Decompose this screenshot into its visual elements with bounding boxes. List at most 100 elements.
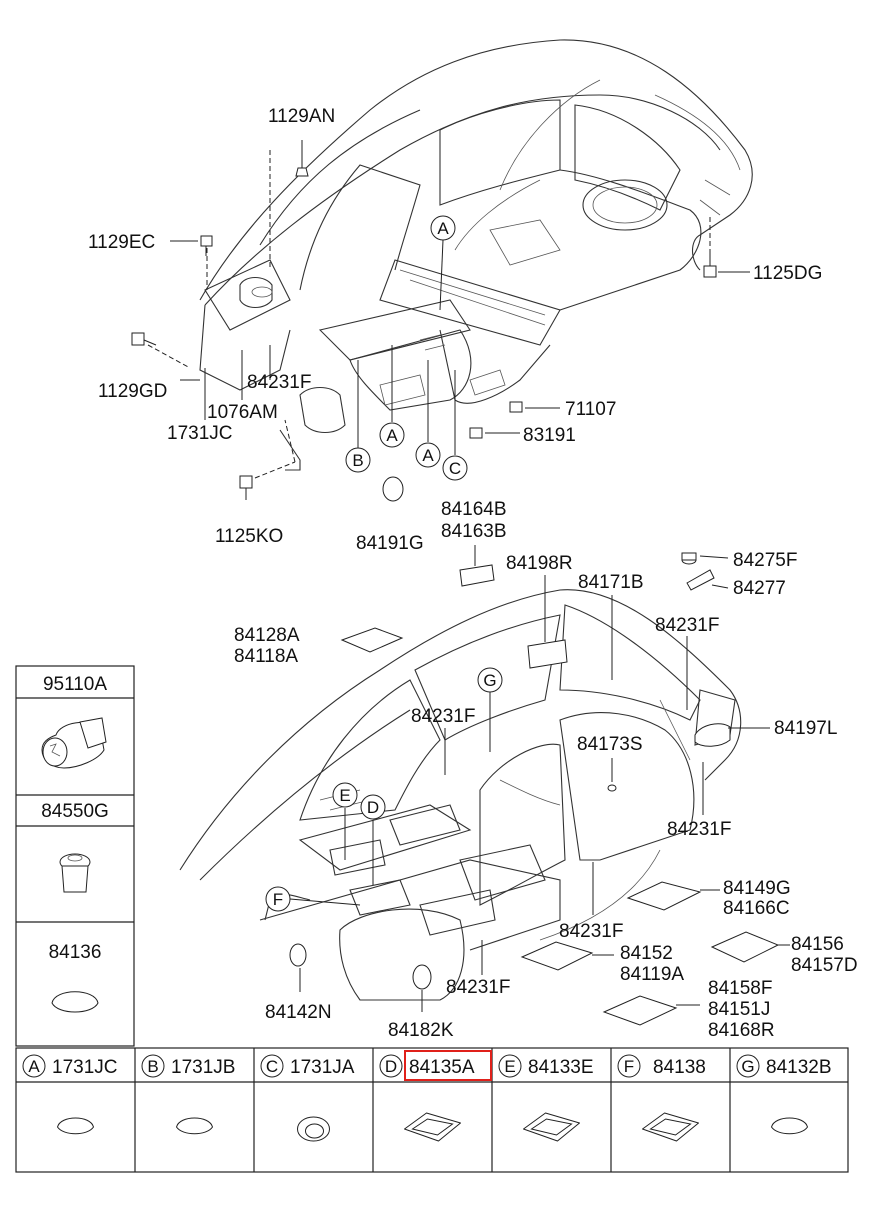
legend-letter: D <box>385 1057 397 1076</box>
upper-body-drawing <box>199 39 753 471</box>
callout-1129EC: 1129EC <box>88 232 155 253</box>
legend-letter-circle <box>141 1054 165 1078</box>
callout-84231F-lower: 84231F <box>446 977 510 998</box>
legend-part-number: 84138 <box>653 1057 706 1078</box>
legend-part-number: 84132B <box>766 1057 832 1078</box>
callout-84157D: 84157D <box>791 955 858 976</box>
callout-84151J: 84151J <box>708 999 770 1020</box>
grommet-84275F-icon <box>681 552 697 565</box>
callout-84198R: 84198R <box>506 553 573 574</box>
callout-84173S: 84173S <box>577 734 643 755</box>
highlight-box-84135A <box>404 1050 492 1081</box>
marker-D: D <box>367 798 379 817</box>
plug-84142N-icon <box>289 943 307 967</box>
legend-cell-A: A 1731JC <box>22 1054 118 1135</box>
pad-84152-icon <box>520 941 594 971</box>
marker-circle-G <box>477 667 503 693</box>
callout-84128A: 84128A <box>234 625 300 646</box>
callout-1129GD: 1129GD <box>98 381 167 402</box>
marker-circle-F <box>265 886 291 912</box>
callout-1125KO: 1125KO <box>215 526 283 547</box>
marker-circle-E <box>332 782 358 808</box>
side-row-84136-label: 84136 <box>49 942 102 963</box>
plug-84136-icon <box>51 991 99 1013</box>
callout-84231F-upper-right: 84231F <box>655 615 719 636</box>
plug-84191G-icon <box>382 476 404 502</box>
bolt-1129EC-icon <box>200 235 213 256</box>
legend-part-84132B-icon <box>770 1117 809 1135</box>
nut-71107-icon <box>509 401 523 413</box>
marker-F: F <box>273 890 283 909</box>
legend-part-84133E-icon <box>523 1112 580 1142</box>
callout-71107: 71107 <box>565 399 616 420</box>
legend-letter-circle <box>736 1054 760 1078</box>
legend-letter-circle <box>379 1054 403 1078</box>
upper-leader-lines <box>147 140 750 479</box>
callout-84168R: 84168R <box>708 1020 775 1041</box>
pad-84149G-icon <box>626 881 702 911</box>
callout-84171B: 84171B <box>578 572 644 593</box>
pad-84128A-icon <box>340 627 404 653</box>
marker-circle-B <box>345 447 371 473</box>
callout-1731JC: 1731JC <box>167 423 233 444</box>
callout-84158F: 84158F <box>708 978 772 999</box>
marker-A-left: A <box>386 426 398 445</box>
callout-84164B: 84164B <box>441 499 507 520</box>
clip-83191-icon <box>469 427 483 439</box>
bracket-84277-icon <box>686 569 715 591</box>
marker-E: E <box>339 786 350 805</box>
legend-letter: C <box>266 1057 278 1076</box>
callout-1125DG: 1125DG <box>753 263 822 284</box>
legend-part-number: 1731JC <box>52 1057 118 1078</box>
marker-A-top: A <box>437 219 449 238</box>
callout-84142N: 84142N <box>265 1002 332 1023</box>
marker-A-right: A <box>422 446 434 465</box>
callout-84163B: 84163B <box>441 521 507 542</box>
legend-letter: B <box>147 1057 158 1076</box>
callout-84119A: 84119A <box>620 964 684 985</box>
side-parts-table: 95110A 84550G 84136 <box>15 665 135 1047</box>
legend-part-1731JA-icon <box>297 1116 330 1142</box>
marker-B: B <box>352 451 363 470</box>
legend-letter: F <box>624 1057 634 1076</box>
bolt-1129GD-icon <box>131 332 157 346</box>
bolt-1129AN-icon <box>295 158 309 177</box>
upper-labels: 1129AN 1129EC 1125DG 1129GD 84231F 1076A… <box>88 106 822 554</box>
legend-cell-B: B 1731JB <box>141 1054 235 1135</box>
callout-84149G: 84149G <box>723 878 791 899</box>
callout-1076AM: 1076AM <box>207 402 278 423</box>
plug-84550G-icon <box>59 853 91 893</box>
callout-84118A: 84118A <box>234 646 298 667</box>
marker-circle-A-right <box>415 442 441 468</box>
pad-84197L-icon <box>694 723 731 747</box>
legend-part-number: 1731JA <box>290 1057 355 1078</box>
legend-part-84135A-icon <box>404 1112 461 1142</box>
pad-84198R-icon <box>527 639 568 669</box>
plug-84182K-icon <box>412 964 432 990</box>
legend-letter: E <box>504 1057 515 1076</box>
legend-part-number: 84133E <box>528 1057 594 1078</box>
legend-letter-circle <box>260 1054 284 1078</box>
legend-letter: A <box>28 1057 40 1076</box>
legend-cell-C: C 1731JA <box>260 1054 355 1142</box>
legend-part-1731JC-icon <box>56 1117 95 1135</box>
callout-84166C: 84166C <box>723 898 790 919</box>
legend-part-84138-icon <box>642 1112 699 1142</box>
marker-C: C <box>449 459 461 478</box>
pad-84156-icon <box>710 931 780 963</box>
side-row-84550G-label: 84550G <box>41 801 109 822</box>
callout-84156: 84156 <box>791 934 844 955</box>
legend-table <box>15 1047 849 1173</box>
marker-circle-D <box>360 794 386 820</box>
legend-part-number: 1731JB <box>171 1057 235 1078</box>
callout-84231F-mid: 84231F <box>411 706 475 727</box>
callout-84197L: 84197L <box>774 718 837 739</box>
bolt-1125DG-icon <box>703 252 717 278</box>
callout-84231F-right: 84231F <box>667 819 731 840</box>
callout-84277: 84277 <box>733 578 786 599</box>
legend-part-1731JB-icon <box>175 1117 214 1135</box>
pad-84158F-icon <box>602 995 678 1026</box>
